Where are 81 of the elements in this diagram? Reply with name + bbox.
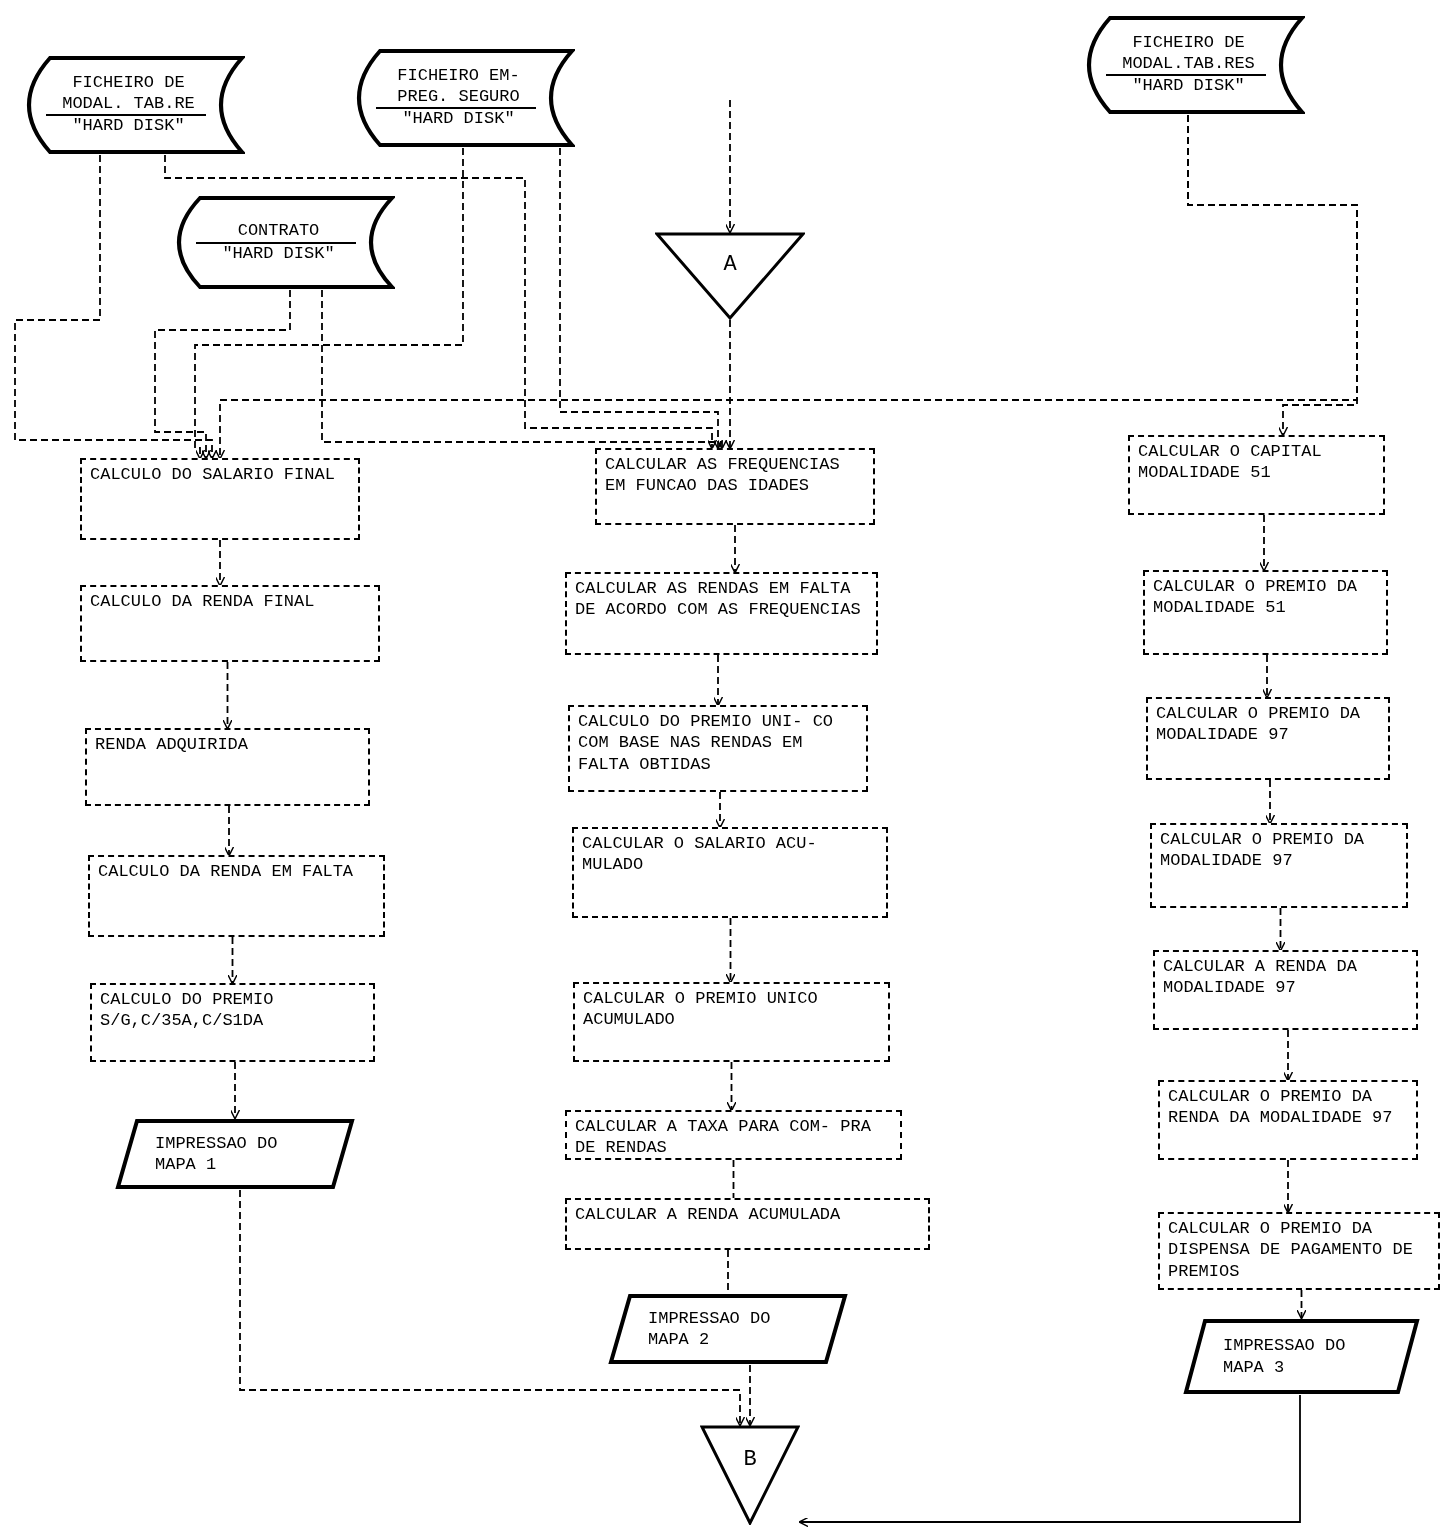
step-label: CALCULAR A RENDA DA MODALIDADE 97	[1163, 956, 1358, 999]
process-box	[1128, 435, 1385, 515]
process-box	[595, 448, 875, 525]
arrow	[724, 99, 736, 234]
step-label: FICHEIRO DE MODAL.TAB.RES	[1121, 33, 1256, 75]
arrow	[559, 147, 724, 450]
step-label: CALCULAR AS RENDAS EM FALTA DE ACORDO COM AS FREQUENCIAS	[575, 578, 862, 621]
step-label: CALCULO DO PREMIO UNI- CO COM BASE NAS RENDAS EM FALTA OBTIDAS	[578, 711, 835, 775]
step-label: CALCULO DA RENDA EM FALTA	[98, 861, 355, 883]
arrow	[214, 539, 226, 587]
arrow	[1282, 1159, 1294, 1214]
arrow	[154, 289, 291, 460]
step-label: IMPRESSAO DO MAPA 2	[648, 1307, 772, 1351]
step-label: CALCULAR A TAXA PARA COM- PRA DE RENDAS	[575, 1116, 872, 1159]
step-label: "HARD DISK"	[1131, 76, 1246, 97]
step-label: RENDA ADQUIRIDA	[95, 734, 250, 756]
arrow	[798, 1394, 1301, 1528]
step-label: B	[743, 1446, 757, 1474]
step-label: CALCULO DA RENDA FINAL	[90, 591, 316, 613]
arrow	[321, 289, 728, 450]
step-label: CALCULO DO PREMIO S/G,C/35A,C/S1DA	[100, 989, 275, 1032]
arrow	[222, 661, 233, 730]
arrow	[1264, 779, 1276, 825]
process-box	[565, 1198, 930, 1250]
arrow	[239, 1189, 746, 1427]
step-label: CALCULAR O PREMIO DA RENDA DA MODALIDADE 97	[1168, 1086, 1394, 1129]
arrow	[164, 154, 718, 450]
process-box	[1143, 570, 1388, 655]
step-label: IMPRESSAO DO MAPA 1	[155, 1132, 279, 1176]
arrow	[1258, 514, 1270, 572]
process-box	[88, 855, 385, 937]
process-box	[1158, 1212, 1440, 1290]
process-box	[565, 1110, 902, 1160]
process-box	[90, 983, 375, 1062]
step-label: FICHEIRO DE MODAL. TAB.RE	[61, 73, 196, 115]
step-label: CALCULAR O PREMIO DA MODALIDADE 51	[1153, 576, 1359, 619]
arrow	[712, 654, 724, 707]
step-label: CONTRATO	[236, 221, 321, 242]
connector-line	[732, 1159, 735, 1199]
process-box	[1158, 1080, 1418, 1160]
arrow	[227, 936, 238, 985]
arrow	[1275, 907, 1286, 952]
process-box	[568, 705, 868, 792]
step-label: "HARD DISK"	[401, 109, 516, 130]
process-box	[80, 585, 380, 662]
arrow	[714, 791, 726, 829]
arrow	[724, 319, 736, 450]
arrow	[229, 1061, 241, 1120]
step-label: FICHEIRO EM- PREG. SEGURO	[396, 66, 521, 108]
step-label: CALCULAR O PREMIO UNICO ACUMULADO	[583, 988, 819, 1031]
process-box	[85, 728, 370, 806]
arrow	[1282, 1029, 1294, 1082]
step-label: CALCULAR A RENDA ACUMULADA	[575, 1204, 842, 1226]
step-label: A	[723, 250, 737, 279]
arrow	[1296, 1289, 1307, 1320]
step-label: CALCULAR O PREMIO DA MODALIDADE 97	[1156, 703, 1362, 746]
arrow	[725, 917, 736, 984]
arrow	[1261, 654, 1273, 699]
arrow	[726, 1061, 737, 1112]
process-box	[1146, 697, 1390, 780]
arrow	[729, 524, 741, 574]
step-label: "HARD DISK"	[221, 243, 336, 264]
arrow	[214, 114, 1358, 460]
process-box	[565, 572, 878, 655]
process-box	[80, 458, 360, 540]
process-box	[572, 827, 888, 918]
process-box	[1153, 950, 1418, 1030]
step-label: CALCULO DO SALARIO FINAL	[90, 464, 336, 486]
step-label: IMPRESSAO DO MAPA 3	[1223, 1335, 1347, 1378]
process-box	[573, 982, 890, 1062]
process-box	[1150, 823, 1408, 908]
step-label: CALCULAR O CAPITAL MODALIDADE 51	[1138, 441, 1323, 484]
step-label: CALCULAR O SALARIO ACU- MULADO	[582, 833, 818, 876]
step-label: CALCULAR AS FREQUENCIAS EM FUNCAO DAS IDADES	[605, 454, 841, 497]
step-label: "HARD DISK"	[71, 116, 186, 137]
arrow	[14, 154, 218, 460]
arrow	[744, 1364, 756, 1427]
arrow	[223, 805, 235, 857]
step-label: CALCULAR O PREMIO DA DISPENSA DE PAGAMENTO DE PREMIOS	[1168, 1218, 1414, 1282]
arrow	[194, 147, 464, 460]
step-label: CALCULAR O PREMIO DA MODALIDADE 97	[1160, 829, 1366, 872]
